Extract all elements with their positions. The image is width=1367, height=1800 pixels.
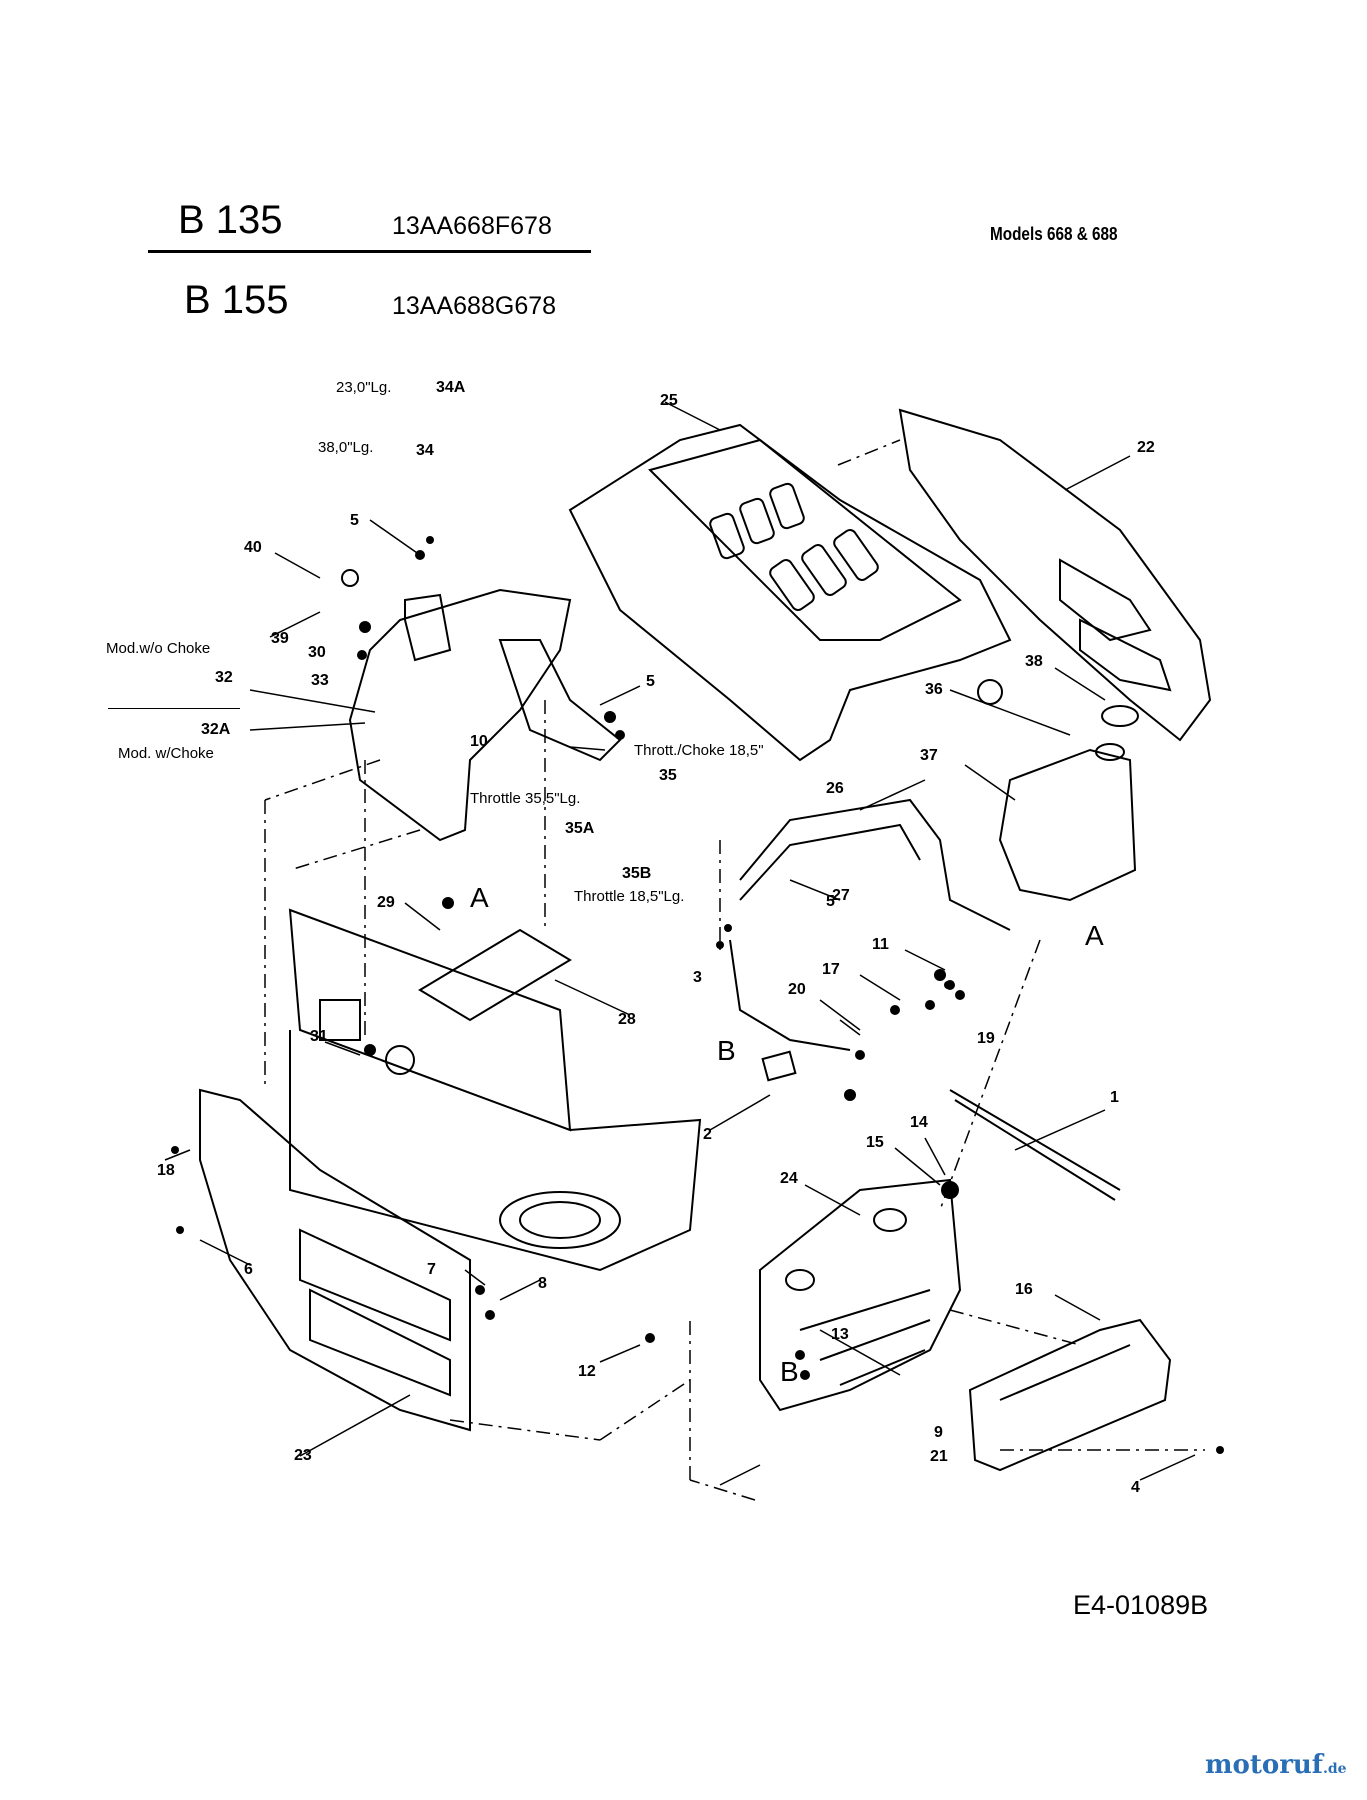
hood-part bbox=[568, 423, 1012, 762]
callout-35: 35 bbox=[659, 767, 677, 784]
callout-30: 30 bbox=[308, 644, 326, 661]
note-divider bbox=[108, 708, 240, 709]
callout-28: 28 bbox=[618, 1011, 636, 1028]
model-b135: B 135 bbox=[178, 198, 283, 242]
callout-29: 29 bbox=[377, 894, 395, 911]
ref-marker-b-nose: B bbox=[780, 1356, 799, 1387]
callout-35a: 35A bbox=[565, 820, 595, 837]
callout-2: 2 bbox=[703, 1126, 712, 1143]
front-nose-part bbox=[759, 1178, 962, 1412]
callout-6: 6 bbox=[244, 1261, 253, 1278]
callout-23: 23 bbox=[294, 1447, 312, 1464]
callout-35b: 35B bbox=[622, 865, 652, 882]
callout-32: 32 bbox=[215, 669, 233, 686]
callout-5-top: 5 bbox=[350, 512, 359, 529]
model-b155: B 155 bbox=[184, 278, 289, 322]
hardware-parts bbox=[171, 536, 1224, 1454]
callout-9: 9 bbox=[934, 1424, 943, 1441]
callout-16: 16 bbox=[1015, 1281, 1033, 1298]
ref-marker-a-tank: A bbox=[1085, 920, 1104, 951]
callout-25: 25 bbox=[660, 392, 678, 409]
callout-10: 10 bbox=[470, 733, 488, 750]
callout-34: 34 bbox=[416, 442, 434, 459]
rod-part bbox=[949, 1089, 1121, 1191]
note-throttle-185: Throttle 18,5"Lg. bbox=[574, 888, 685, 905]
callout-33: 33 bbox=[311, 672, 329, 689]
length-note-34a: 23,0"Lg. bbox=[336, 379, 392, 396]
callout-1: 1 bbox=[1110, 1089, 1119, 1106]
callout-13: 13 bbox=[831, 1326, 849, 1343]
callout-5-mid: 5 bbox=[646, 673, 655, 690]
note-mod-with-choke: Mod. w/Choke bbox=[118, 745, 214, 762]
callout-17: 17 bbox=[822, 961, 840, 978]
callout-11: 11 bbox=[872, 936, 889, 953]
bumper-part bbox=[968, 1318, 1172, 1472]
models-note: Models 668 & 688 bbox=[990, 224, 1118, 244]
callout-15: 15 bbox=[866, 1134, 884, 1151]
callout-20: 20 bbox=[788, 981, 806, 998]
callout-21: 21 bbox=[930, 1448, 948, 1465]
callout-40: 40 bbox=[244, 539, 262, 556]
callout-31: 31 bbox=[310, 1028, 328, 1045]
callout-38: 38 bbox=[1025, 653, 1043, 670]
callout-24: 24 bbox=[780, 1170, 798, 1187]
grille-part bbox=[898, 408, 1212, 742]
callout-22: 22 bbox=[1137, 439, 1155, 456]
note-throttle-choke-185: Thrott./Choke 18,5" bbox=[634, 742, 764, 759]
fuel-tank-part bbox=[998, 705, 1139, 902]
ref-marker-a-frame: A bbox=[470, 882, 489, 913]
callout-14: 14 bbox=[910, 1114, 928, 1131]
callout-19: 19 bbox=[977, 1030, 995, 1047]
watermark: motoruf.de bbox=[1205, 1750, 1347, 1780]
watermark-tld: .de bbox=[1323, 1761, 1347, 1777]
callout-5-bracket: 5 bbox=[826, 893, 835, 910]
tank-bracket-part bbox=[729, 798, 1011, 1051]
leader-lines bbox=[164, 401, 1196, 1486]
callout-7: 7 bbox=[427, 1261, 436, 1278]
assembly-lines bbox=[264, 439, 1205, 1501]
callout-4: 4 bbox=[1131, 1479, 1140, 1496]
callout-39: 39 bbox=[271, 630, 289, 647]
length-note-34: 38,0"Lg. bbox=[318, 439, 374, 456]
note-mod-without-choke: Mod.w/o Choke bbox=[106, 640, 211, 657]
callout-12: 12 bbox=[578, 1363, 596, 1380]
header-divider bbox=[148, 250, 591, 253]
watermark-brand: motoruf bbox=[1205, 1750, 1323, 1780]
model-code-b135: 13AA668F678 bbox=[392, 212, 552, 240]
callout-8: 8 bbox=[538, 1275, 547, 1292]
ref-marker-b-bracket: B bbox=[717, 1035, 736, 1066]
callout-27: 27 bbox=[832, 887, 850, 904]
callout-36: 36 bbox=[925, 681, 943, 698]
callout-3: 3 bbox=[693, 969, 702, 986]
model-code-b155: 13AA688G678 bbox=[392, 292, 557, 320]
callout-32a: 32A bbox=[201, 721, 231, 738]
left-side-panel-part bbox=[199, 1088, 471, 1432]
callout-26: 26 bbox=[826, 780, 844, 797]
callout-34a: 34A bbox=[436, 379, 466, 396]
drawing-code: E4-01089B bbox=[1073, 1590, 1209, 1620]
frame-part bbox=[288, 908, 702, 1272]
callout-37: 37 bbox=[920, 747, 938, 764]
callout-18: 18 bbox=[157, 1162, 175, 1179]
note-throttle-355: Throttle 35,5"Lg. bbox=[470, 790, 581, 807]
